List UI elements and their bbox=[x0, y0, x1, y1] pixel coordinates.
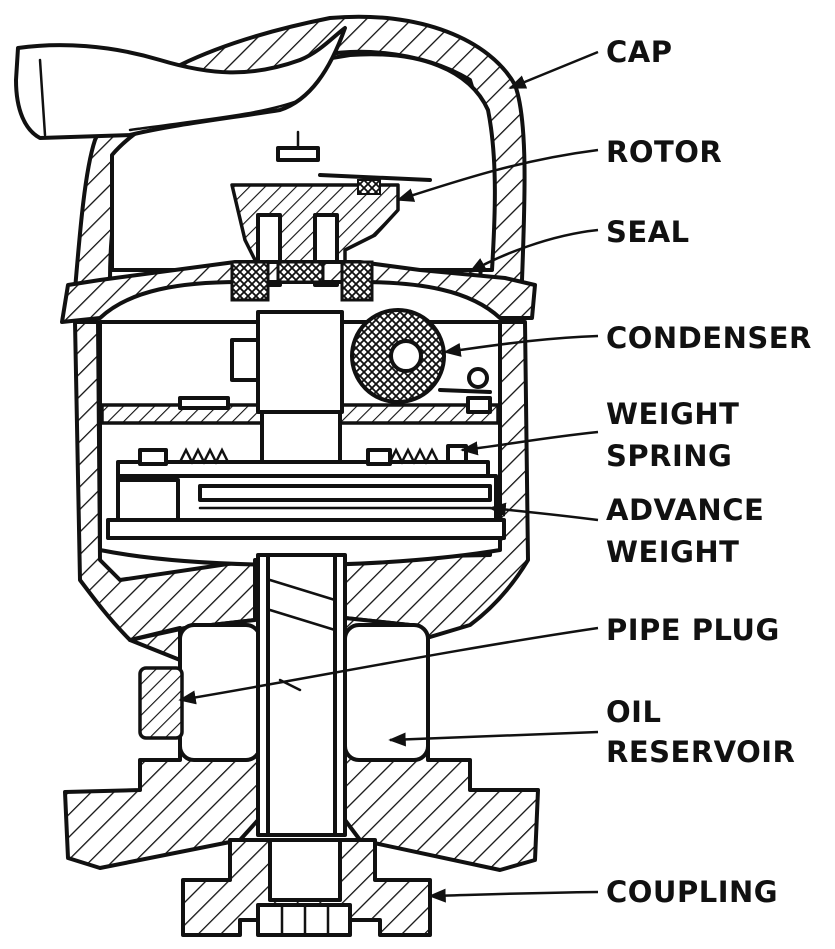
condenser-leader bbox=[443, 334, 599, 357]
cap-leader bbox=[508, 50, 599, 90]
label-weight-spring-line1: WEIGHT bbox=[606, 397, 739, 431]
label-weight-spring-line2: SPRING bbox=[606, 439, 732, 473]
label-cap: CAP bbox=[606, 35, 672, 69]
label-pipe-plug: PIPE PLUG bbox=[606, 613, 780, 647]
weight-spring-leader bbox=[460, 430, 599, 456]
seal-leader bbox=[468, 228, 599, 274]
pipe-plug-leader bbox=[178, 626, 599, 705]
oil-reservoir-leader bbox=[388, 730, 599, 747]
seal-part bbox=[60, 260, 537, 324]
labels: CAP ROTOR SEAL CONDENSER WEIGHT SPRING A… bbox=[606, 35, 812, 909]
cap-part bbox=[14, 14, 527, 302]
label-advance-weight-line2: WEIGHT bbox=[606, 535, 739, 569]
leader-lines bbox=[178, 50, 599, 903]
label-advance-weight-line1: ADVANCE bbox=[606, 493, 764, 527]
coupling-leader bbox=[428, 888, 599, 903]
label-coupling: COUPLING bbox=[606, 875, 778, 909]
coupling-part bbox=[181, 838, 432, 937]
label-rotor: ROTOR bbox=[606, 135, 722, 169]
label-oil-reservoir-line1: OIL bbox=[606, 695, 661, 729]
condenser-part bbox=[350, 308, 492, 414]
label-condenser: CONDENSER bbox=[606, 321, 812, 355]
rotor-leader bbox=[396, 148, 599, 202]
label-seal: SEAL bbox=[606, 215, 690, 249]
advance-weight-leader bbox=[488, 502, 599, 522]
advance-weight-part bbox=[106, 474, 506, 540]
label-oil-reservoir-line2: RESERVOIR bbox=[606, 735, 795, 769]
